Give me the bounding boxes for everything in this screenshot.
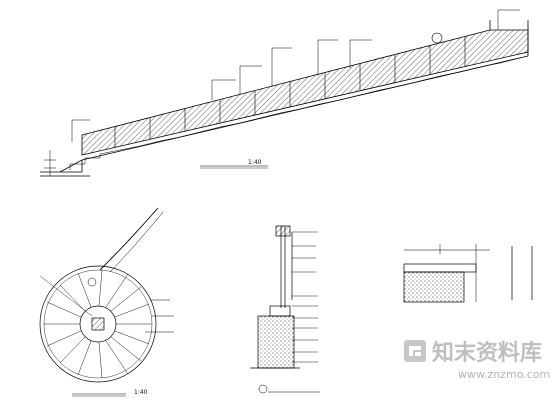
plan-scale-label: 1:40 <box>134 389 148 396</box>
watermark: 知末资料库 www.znzmo.com <box>404 340 550 381</box>
detail-marker-circle <box>431 32 443 44</box>
base-landing <box>40 160 83 173</box>
plan-treads <box>44 269 152 379</box>
spiral-stair-plan <box>39 207 174 397</box>
stair-steps <box>69 57 521 170</box>
balusters <box>114 37 466 147</box>
handrail-band <box>81 29 529 156</box>
elevation-scale-label: 1:40 <box>248 159 262 166</box>
stair-stringer <box>59 55 529 173</box>
section-leaders <box>292 231 318 363</box>
watermark-site-name: 知末资料库 <box>432 340 542 366</box>
logo-icon <box>404 340 426 362</box>
edge-detail <box>403 244 533 303</box>
railing-section-detail <box>250 225 320 394</box>
stair-elevation <box>40 9 529 177</box>
section-footing <box>257 315 295 369</box>
center-column <box>91 317 105 331</box>
watermark-site-url: www.znzmo.com <box>458 368 550 381</box>
elevation-leaders <box>71 9 520 142</box>
plan-curved-rail <box>99 207 159 271</box>
